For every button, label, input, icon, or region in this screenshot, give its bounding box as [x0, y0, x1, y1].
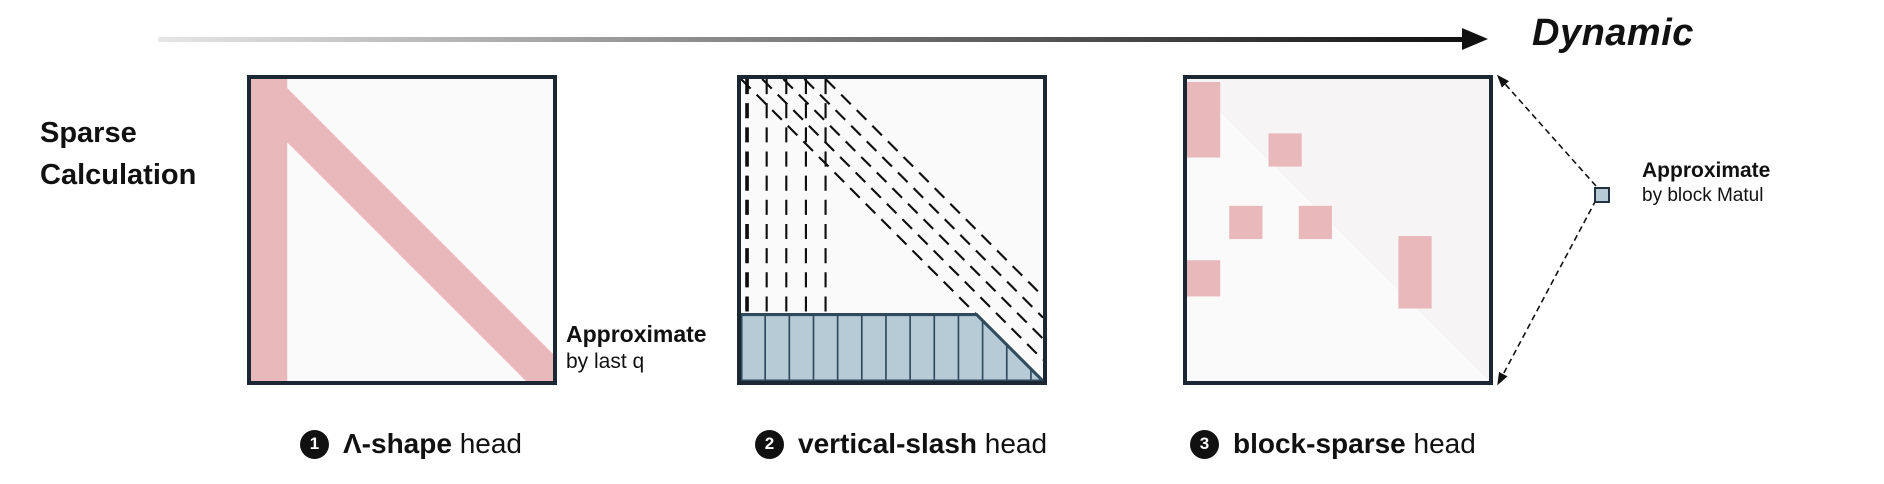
block: [1398, 236, 1432, 309]
sparse-blocks: [1187, 82, 1432, 309]
head-name-rest: head: [977, 428, 1048, 459]
vertical-slash-pattern: [741, 79, 1043, 381]
dynamic-label: Dynamic: [1532, 12, 1694, 54]
block: [1187, 260, 1221, 297]
vertical-slash-matrix: [737, 75, 1047, 385]
annotation-block-matmul-text: by block Matul: [1642, 185, 1764, 207]
block: [1268, 133, 1302, 167]
badge-2: 2: [755, 429, 784, 459]
lambda-diagonal-band: [251, 79, 553, 381]
head-label-lambda: 1 Λ-shape head: [300, 428, 522, 460]
block: [1229, 205, 1263, 240]
block-sparse-matrix: [1183, 75, 1493, 385]
annotation-last-q-title: Approximate: [566, 321, 707, 347]
head-label-block-sparse: 3 block-sparse head: [1190, 428, 1476, 460]
last-q-band-grid: [764, 314, 1032, 381]
head-name-bold: Λ-shape: [343, 428, 452, 459]
dynamic-gradient-arrow-head: [1462, 28, 1488, 50]
dynamic-gradient-arrow-line: [158, 37, 1466, 42]
block: [1187, 82, 1221, 158]
badge-3: 3: [1190, 429, 1219, 459]
vertical-dashed-lines: [745, 79, 827, 315]
last-q-band: [741, 314, 1043, 381]
block: [1298, 205, 1332, 240]
block-matmul-square: [1594, 187, 1610, 203]
side-label-line1: Sparse: [40, 117, 137, 149]
block-sparse-pattern: [1187, 79, 1489, 381]
head-name-rest: head: [1405, 428, 1476, 459]
annotation-last-q-text: by last q: [566, 349, 645, 373]
annotation-last-q: Approximate by last q: [566, 320, 707, 375]
badge-1: 1: [300, 429, 329, 459]
head-label-vertical-slash: 2 vertical-slash head: [755, 428, 1047, 460]
lambda-shape-pattern: [251, 79, 553, 381]
annotation-block-matmul-title: Approximate: [1642, 159, 1771, 182]
connector-bottom: [1497, 199, 1597, 386]
head-label-text: Λ-shape head: [343, 428, 522, 460]
sparse-calculation-label: Sparse Calculation: [40, 112, 196, 196]
connector-top: [1496, 74, 1597, 187]
last-q-band-outline: [741, 313, 1043, 381]
head-name-bold: vertical-slash: [798, 428, 977, 459]
side-label-line2: Calculation: [40, 159, 197, 192]
head-label-text: block-sparse head: [1233, 428, 1476, 460]
lambda-shape-matrix: [247, 75, 557, 385]
annotation-block-matmul: Approximate by block Matul: [1642, 158, 1770, 208]
block-zoom-connectors: [1496, 74, 1597, 386]
head-name-rest: head: [451, 428, 523, 459]
head-name-bold: block-sparse: [1233, 428, 1406, 459]
head-label-text: vertical-slash head: [798, 428, 1047, 460]
